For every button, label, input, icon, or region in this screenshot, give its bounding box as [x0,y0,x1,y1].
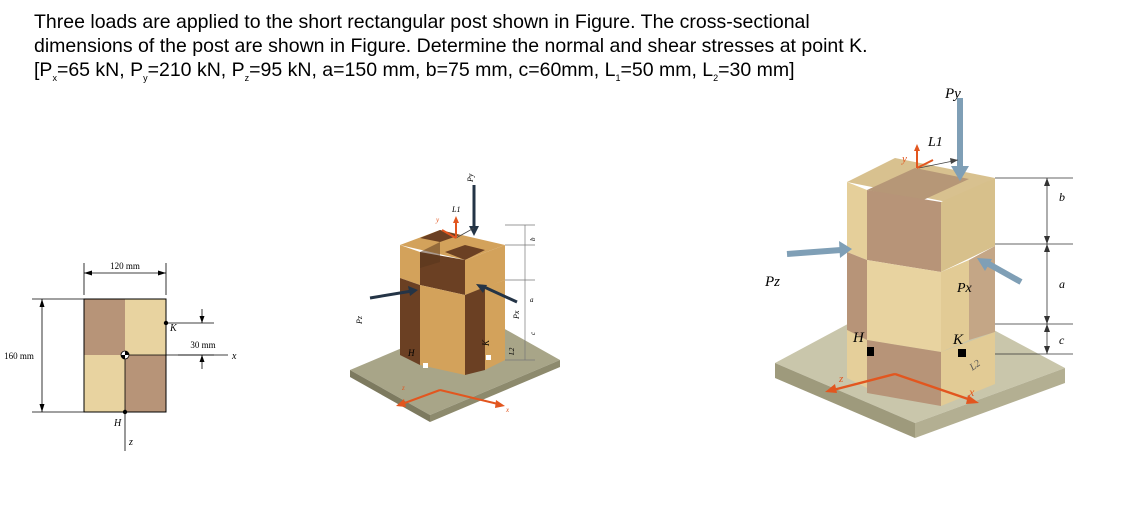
large-py-label: Py [944,86,961,102]
point-h-marker-large [867,347,874,356]
large-px-label: Px [956,281,973,296]
axis-x-label: x [231,351,237,362]
large-x-label: x [968,385,975,399]
small-pz-label: Pz [355,315,364,325]
point-h-marker [122,409,128,415]
point-k-marker-small [486,355,491,360]
post-3d-small-figure: Py L1 y Pz Px H K b a c L2 z x [350,173,560,422]
offset-dimension-label: 30 mm [190,340,215,350]
width-dimension-label: 120 mm [110,261,140,271]
large-a-label: a [1059,277,1065,291]
problem-line-2: dimensions of the post are shown in Figu… [34,35,868,57]
small-h-label: H [407,348,415,358]
small-c-label: c [529,331,537,335]
axis-z-label: z [128,437,133,448]
problem-given-values: [Px=65 kN, Py=210 kN, Pz=95 kN, a=150 mm… [34,59,795,83]
large-pz-label: Pz [764,274,780,290]
large-l1-label: L1 [927,135,943,150]
height-dimension-label: 160 mm [4,351,34,361]
point-h-marker-small [423,363,428,368]
cross-section-figure: 120 mm 160 mm x z K 30 mm H [4,261,237,451]
large-k-label: K [952,332,964,348]
small-py-label: Py [466,173,475,183]
large-b-label: b [1059,190,1065,204]
large-y-label: y [901,153,907,165]
small-z-label: z [401,384,405,392]
large-l2-label: L2 [967,358,983,374]
small-l1-label: L1 [451,205,460,214]
problem-line-1: Three loads are applied to the short rec… [34,11,810,33]
large-z-label: z [838,373,844,385]
large-c-label: c [1059,333,1065,347]
post-3d-large-figure: H K Py L1 y Pz Px b a c L2 z x [764,86,1073,438]
small-x-label: x [505,406,510,414]
small-l2-label: L2 [508,347,516,356]
problem-statement: Three loads are applied to the short rec… [34,10,964,90]
small-px-label: Px [512,310,521,320]
point-h-label: H [113,418,122,429]
point-k-label: K [169,323,178,334]
small-a-label: a [530,296,534,304]
small-y-label: y [435,216,440,224]
large-h-label: H [852,330,865,346]
small-b-label: b [529,237,537,241]
point-k-marker-large [958,349,966,357]
small-k-label: K [481,339,491,347]
